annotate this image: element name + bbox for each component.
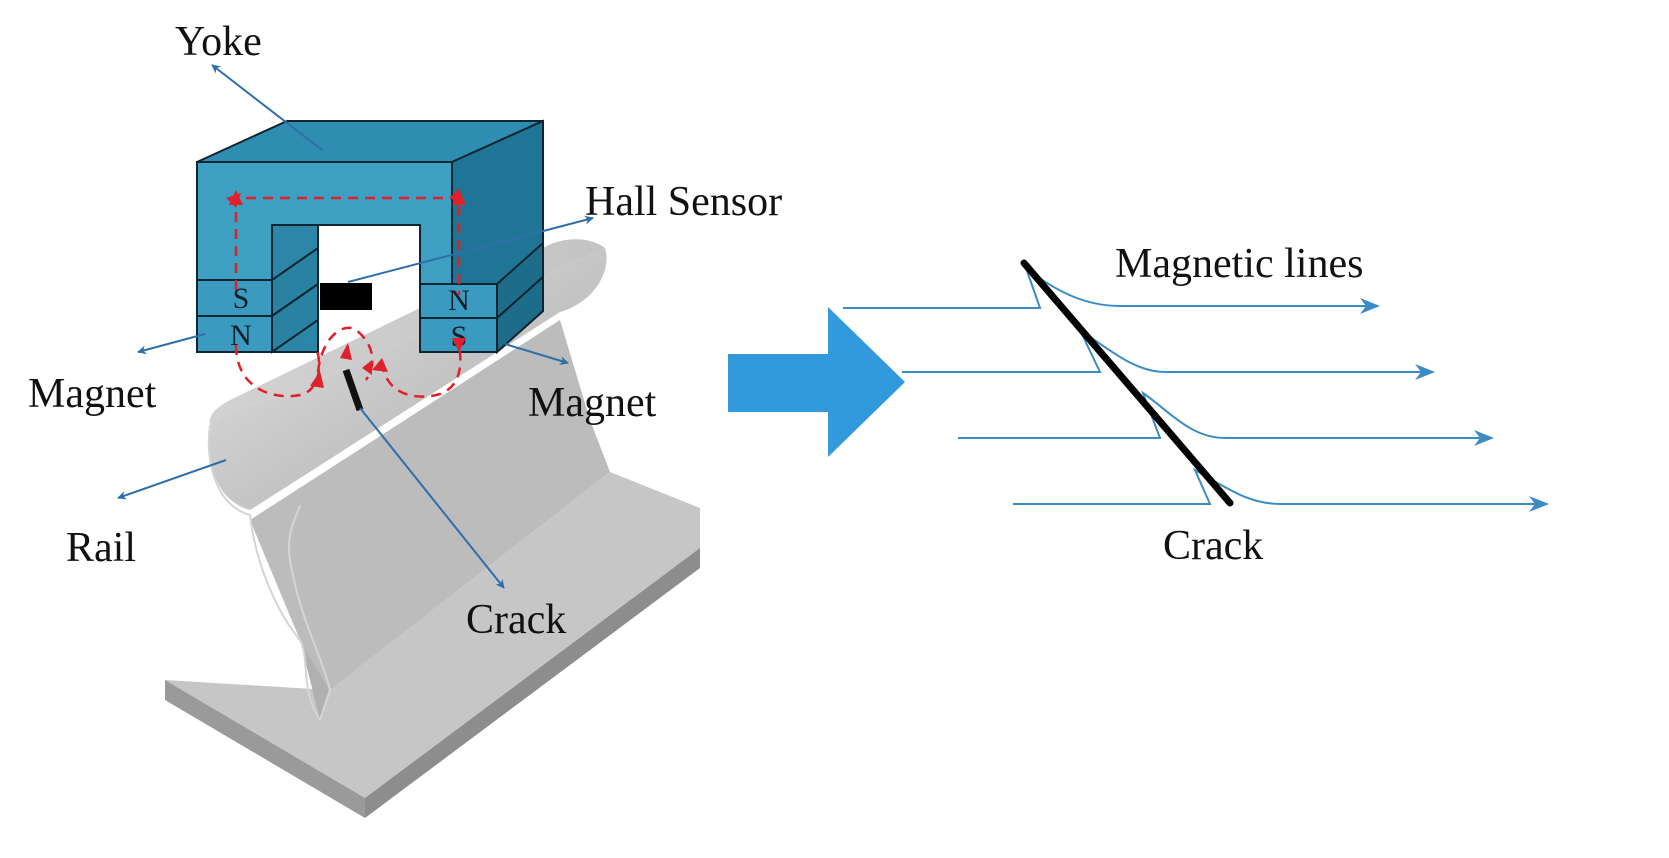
yoke: S N N S xyxy=(196,119,544,355)
magnetic-line-2 xyxy=(902,327,1435,380)
label-hall-sensor: Hall Sensor xyxy=(585,179,782,225)
left-flux-loop xyxy=(234,344,321,398)
magnetic-line-4 xyxy=(1013,467,1549,512)
label-yoke: Yoke xyxy=(175,19,262,65)
magnetic-lines xyxy=(843,265,1549,512)
magnet-left-leader-arrow xyxy=(137,333,206,355)
label-magnet-right: Magnet xyxy=(528,380,657,426)
pole-left-upper: S xyxy=(233,282,250,315)
magnetic-line-3 xyxy=(958,390,1494,446)
label-crack-right: Crack xyxy=(1163,523,1263,569)
pole-left-lower: N xyxy=(230,319,252,352)
rail-leader-arrow xyxy=(117,459,227,500)
flux-loops xyxy=(226,188,464,398)
label-magnetic-lines: Magnetic lines xyxy=(1115,241,1363,287)
magnetic-lines-crack xyxy=(1020,259,1234,507)
pole-right-upper: N xyxy=(448,284,470,317)
label-crack-left: Crack xyxy=(466,597,566,643)
label-rail: Rail xyxy=(66,525,136,571)
transition-arrow xyxy=(728,307,905,457)
label-magnet-left: Magnet xyxy=(28,371,157,417)
magnet-right-leader-arrow xyxy=(504,343,569,365)
pole-right-lower: S xyxy=(451,320,468,353)
rail-crack xyxy=(342,368,364,412)
leader-arrows xyxy=(117,64,594,589)
right-flux-loop xyxy=(380,344,462,398)
hall-sensor xyxy=(320,283,372,310)
center-flux-loop xyxy=(316,326,374,381)
yoke-leader-arrow xyxy=(211,64,323,151)
crack-leader-arrow xyxy=(359,407,505,589)
flux-arrowheads xyxy=(229,190,466,388)
yoke-flux-loop xyxy=(226,188,464,295)
hall-sensor-leader-arrow xyxy=(347,215,594,283)
